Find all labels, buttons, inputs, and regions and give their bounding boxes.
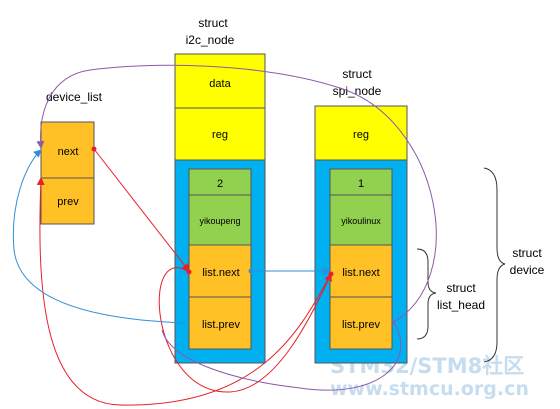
i2c-reg-text: reg [212, 129, 228, 141]
i2c-name-text: yikoupeng [199, 216, 240, 226]
spi-list-next-text: list.next [342, 267, 379, 279]
i2c-list-next-text: list.next [202, 267, 239, 279]
i2c-list-prev-text: list.prev [202, 319, 240, 331]
watermark-line2: www.stmcu.org.cn [330, 378, 529, 400]
spi-list-next-cell [329, 244, 393, 298]
spi-reg-cell [314, 105, 408, 161]
spi-name-cell [329, 194, 393, 246]
i2c-data-cell [174, 53, 266, 109]
spi-title-line2: spi_node [333, 84, 382, 98]
red-arrow-spi-to-head [36, 177, 332, 406]
i2c-id-text: 2 [217, 178, 223, 190]
list-head-label-line2: list_head [437, 298, 485, 312]
device-label-line1: struct [512, 246, 542, 260]
list-head-label-line1: struct [446, 281, 476, 295]
spi-id-text: 1 [358, 178, 364, 190]
i2c-title-line1: struct [198, 16, 228, 30]
spi-title-line1: struct [342, 67, 372, 81]
i2c-data-text: data [209, 78, 231, 90]
device-list-next-cell [40, 121, 95, 179]
device-list-prev-cell [40, 177, 95, 225]
device-label-line2: device [510, 263, 545, 277]
device-brace [483, 167, 506, 363]
device-list-label: device_list [46, 90, 103, 104]
spi-reg-text: reg [353, 129, 369, 141]
red-arrow-head-to-i2c [93, 148, 190, 272]
blue-arrow-i2c-prev-to-head [12, 149, 190, 324]
spi-name-text: yikoulinux [341, 216, 381, 226]
i2c-title-line2: i2c_node [186, 33, 235, 47]
spi-list-prev-text: list.prev [342, 319, 380, 331]
spi-list-prev-cell [329, 296, 393, 350]
spi-id-cell [329, 168, 393, 196]
list-head-brace [416, 248, 437, 340]
device-list-next-text: next [58, 146, 79, 158]
red-arrow-i2c-to-spi [158, 267, 332, 393]
i2c-name-cell [188, 194, 252, 246]
device-list-prev-text: prev [57, 196, 79, 208]
purple-loop-lower [161, 319, 402, 391]
purple-arrow-spi-prev-to-head [36, 64, 437, 324]
